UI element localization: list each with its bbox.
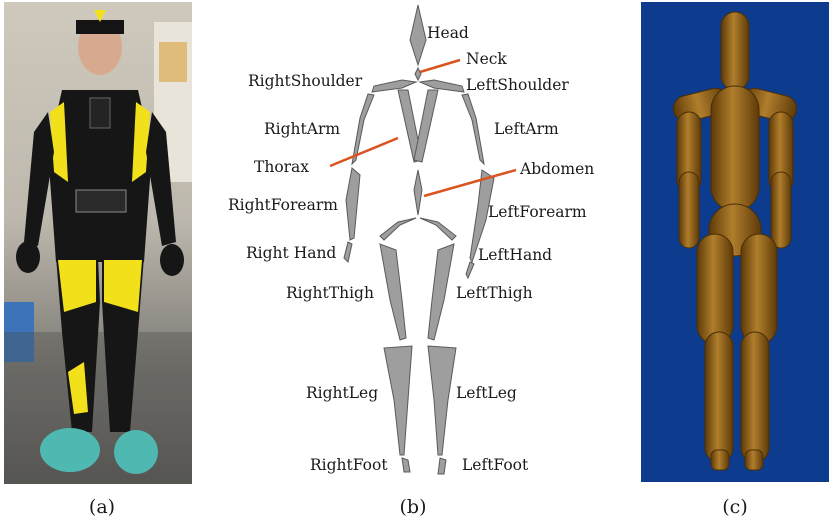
mocap-suit-figure (4, 2, 192, 484)
label-left-foot: LeftFoot (462, 456, 529, 474)
mannequin-right-foot (711, 450, 729, 470)
bone-right-shoulder (372, 80, 416, 92)
right-glove (16, 241, 40, 273)
chest-sensor (90, 98, 110, 128)
mannequin-left-thigh (741, 234, 777, 344)
mannequin-right-forearm (679, 172, 699, 248)
mannequin-render (641, 2, 829, 482)
floor (4, 332, 192, 484)
mannequin-left-leg (741, 332, 769, 462)
label-left-leg: LeftLeg (456, 384, 517, 402)
mannequin-torso (711, 86, 759, 211)
label-right-foot: RightFoot (310, 456, 388, 474)
head-band (76, 20, 124, 34)
mannequin-svg (641, 2, 829, 482)
mannequin-left-forearm (771, 172, 791, 248)
mannequin-right-thigh (697, 234, 733, 344)
label-right-arm: RightArm (264, 120, 340, 138)
bone-left-thigh (428, 244, 454, 340)
bone-left-hip (420, 218, 456, 240)
right-shoe-cover (40, 428, 100, 472)
label-abdomen: Abdomen (519, 160, 594, 178)
label-right-shoulder: RightShoulder (248, 72, 363, 90)
left-glove (160, 244, 184, 276)
neck-leader-line (420, 60, 460, 72)
thorax-leader-line (330, 138, 398, 166)
mannequin-head (721, 12, 749, 90)
caption-a: (a) (72, 496, 132, 518)
bone-head (410, 5, 426, 65)
caption-b: (b) (383, 496, 443, 518)
caption-c: (c) (705, 496, 765, 518)
bone-right-forearm (346, 168, 360, 240)
suit-right-arm (24, 112, 54, 246)
label-right-forearm: RightForearm (228, 196, 338, 214)
abdomen-leader-line (424, 170, 516, 196)
sensor-belt-box (76, 190, 126, 212)
bone-right-foot (402, 458, 410, 472)
bone-left-arm (462, 94, 484, 164)
label-left-thigh: LeftThigh (456, 284, 533, 302)
skeleton-diagram: Head Neck RightShoulder LeftShoulder Rig… (200, 0, 620, 490)
bone-neck (415, 68, 421, 80)
bone-right-thigh (380, 244, 406, 340)
bone-right-hip (380, 218, 416, 240)
label-left-forearm: LeftForearm (488, 203, 587, 221)
bone-left-shoulder (420, 80, 464, 92)
label-right-leg: RightLeg (306, 384, 378, 402)
label-left-hand: LeftHand (478, 246, 552, 264)
label-neck: Neck (466, 50, 507, 68)
mannequin-right-leg (705, 332, 733, 462)
bone-thorax-left (414, 90, 438, 162)
label-right-hand: Right Hand (246, 244, 336, 262)
bone-left-leg (428, 346, 456, 455)
mannequin-left-foot (745, 450, 763, 470)
mocap-suit-photo (4, 2, 192, 484)
label-right-thigh: RightThigh (286, 284, 374, 302)
poster-graphic (159, 42, 187, 82)
left-shoe-cover (114, 430, 158, 474)
label-left-arm: LeftArm (494, 120, 559, 138)
label-left-shoulder: LeftShoulder (466, 76, 569, 94)
bone-left-foot (438, 458, 446, 474)
bone-right-hand (344, 242, 352, 262)
label-thorax: Thorax (254, 158, 309, 176)
bone-left-hand (466, 262, 474, 278)
bone-abdomen (414, 170, 422, 215)
skeleton-svg: Head Neck RightShoulder LeftShoulder Rig… (200, 0, 620, 490)
label-head: Head (427, 24, 469, 42)
bone-right-leg (384, 346, 412, 455)
